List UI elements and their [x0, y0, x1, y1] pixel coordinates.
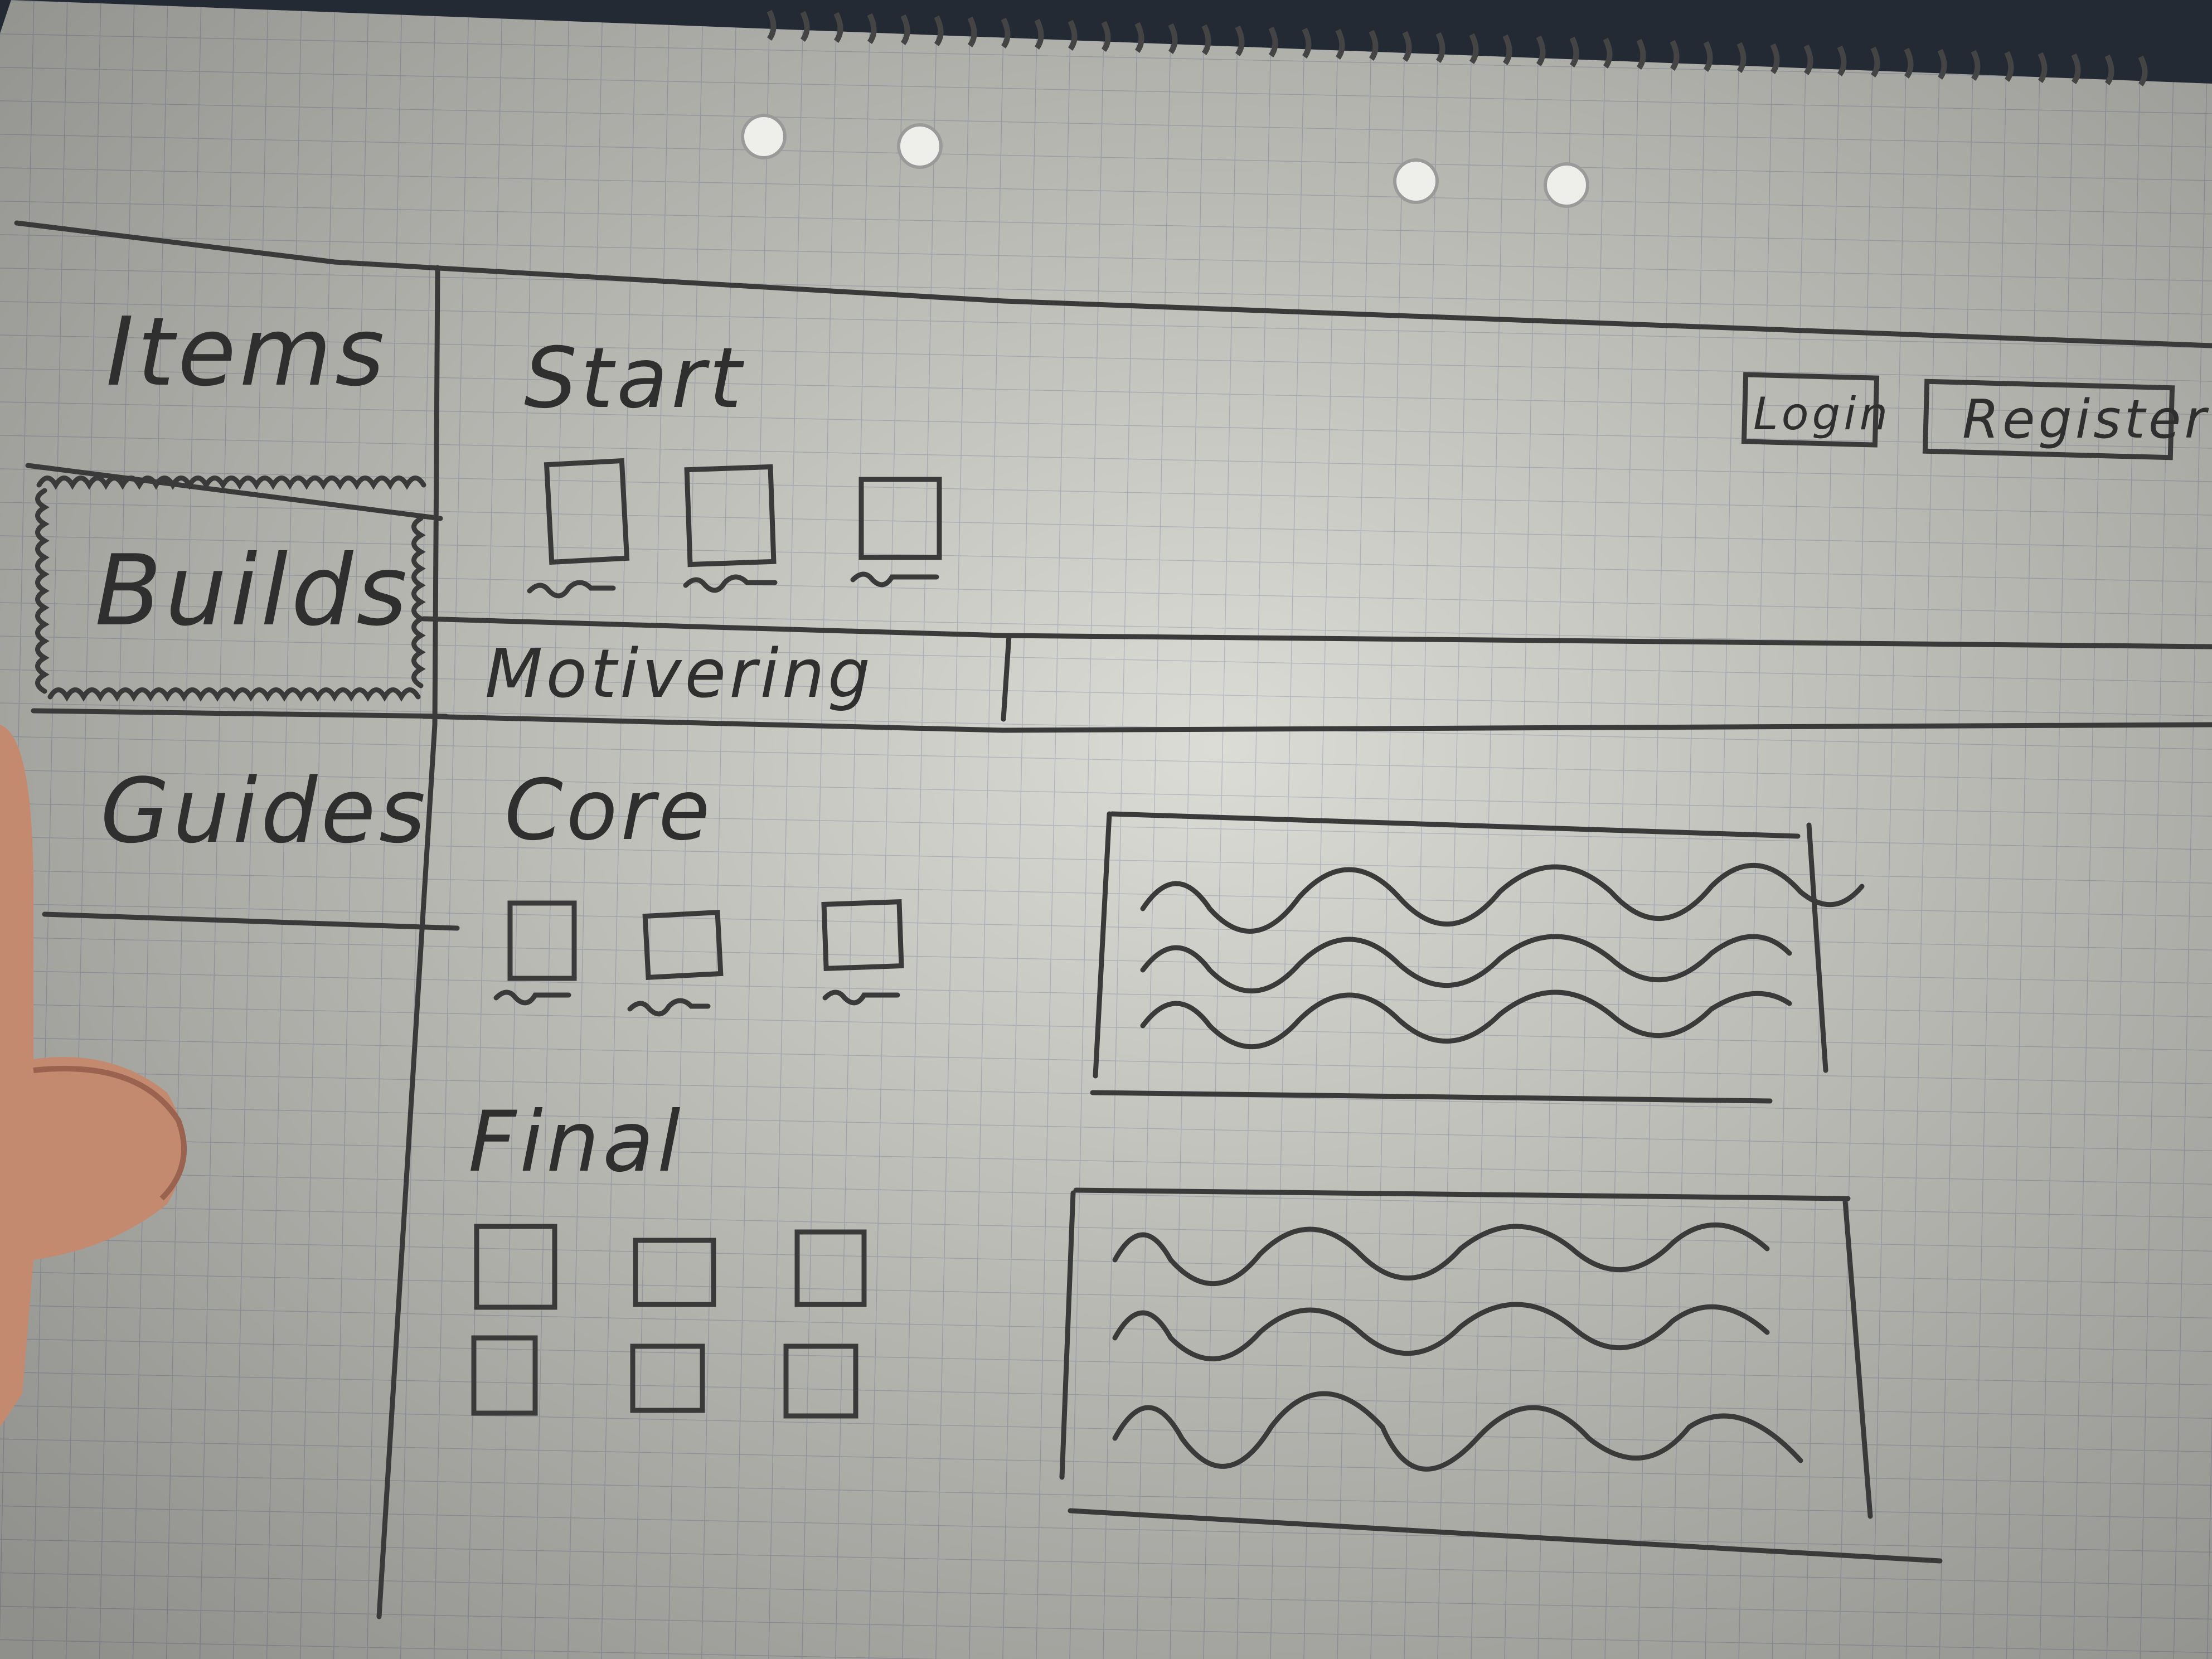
squiggle-icon	[1112, 1391, 1803, 1472]
sidebar-separator	[31, 708, 449, 719]
section-start-label: Start	[524, 330, 745, 427]
squiggle-icon	[1140, 862, 1865, 934]
start-item-box	[684, 464, 777, 567]
tab-bar-top	[421, 616, 2212, 649]
builds-highlight-right	[411, 516, 426, 688]
section-core-label: Core	[505, 762, 713, 859]
squiggle-icon	[527, 580, 616, 599]
punch-holes	[741, 114, 1589, 208]
tab-separator	[1001, 633, 1012, 722]
login-button-outline	[1741, 372, 1880, 448]
squiggle-icon	[1140, 934, 1792, 994]
final-item-box	[630, 1343, 705, 1413]
builds-highlight-left	[35, 488, 50, 694]
sidebar-separator	[42, 911, 460, 931]
sidebar-item-builds: Builds	[95, 535, 410, 648]
sidebar-item-items: Items	[106, 297, 388, 408]
squiggle-icon	[1140, 989, 1792, 1050]
squiggle-icon	[850, 571, 939, 588]
squiggle-icon	[493, 989, 571, 1006]
final-item-box	[471, 1335, 538, 1416]
squiggle-icon	[822, 989, 900, 1006]
content-panel-lower	[1059, 1187, 1943, 1564]
tab-motivering-label: Motivering	[485, 636, 874, 713]
sidebar-separator	[25, 463, 443, 521]
login-button-label: Login	[1753, 388, 1891, 440]
content-panel-upper	[1090, 811, 1828, 1104]
section-final-label: Final	[468, 1094, 684, 1191]
register-button-label: Register	[1962, 389, 2209, 450]
final-item-box	[794, 1229, 867, 1307]
wireframe-drawing	[14, 220, 2212, 1619]
squiggle-icon	[683, 574, 778, 593]
header-divider	[14, 220, 2212, 348]
builds-highlight-top	[36, 476, 426, 490]
squiggle-icon	[1112, 1222, 1770, 1287]
tab-bar-bottom	[421, 714, 2212, 733]
squiggle-icon	[627, 998, 711, 1017]
builds-highlight-bottom	[47, 687, 421, 702]
final-item-box	[633, 1238, 716, 1307]
final-item-box	[474, 1224, 557, 1310]
sidebar-item-guides: Guides	[100, 759, 429, 863]
start-item-box	[858, 477, 942, 560]
holding-hand	[0, 725, 187, 1427]
sketch-labels: Items Builds Guides Start Motivering Cor…	[95, 297, 2209, 1191]
final-item-box	[783, 1343, 858, 1419]
register-button-outline	[1922, 379, 2175, 460]
squiggle-icon	[1112, 1302, 1770, 1362]
core-item-box	[642, 909, 724, 981]
core-item-box	[507, 900, 577, 981]
sidebar-divider	[376, 265, 440, 1619]
start-item-box	[544, 458, 630, 565]
core-item-box	[821, 899, 904, 971]
spiral-binding	[767, 9, 2148, 86]
